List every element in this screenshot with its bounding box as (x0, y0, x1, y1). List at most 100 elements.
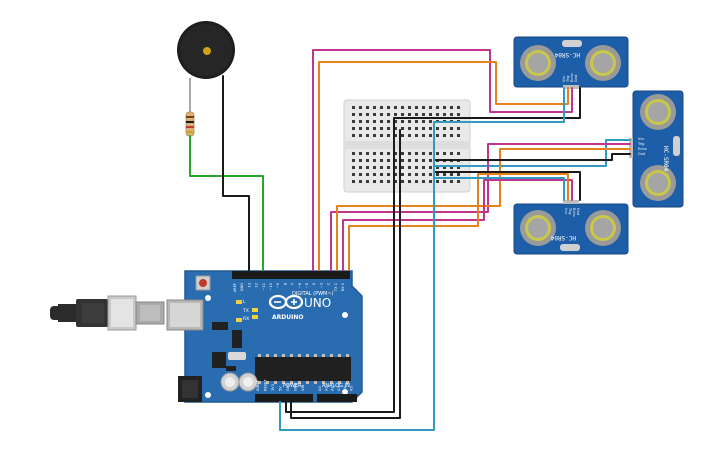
wire-top-trig (312, 49, 573, 271)
breadboard-hole (436, 166, 439, 169)
breadboard-hole (429, 152, 432, 155)
digital-header-label: DIGITAL (PWM~) (292, 291, 334, 297)
breadboard-hole (436, 180, 439, 183)
sensor-top-model: HC-SR04 (554, 51, 580, 58)
breadboard-hole (450, 127, 453, 130)
breadboard-hole (436, 173, 439, 176)
breadboard-hole (415, 152, 418, 155)
breadboard-hole (373, 166, 376, 169)
piezo-buzzer-icon (177, 21, 235, 79)
breadboard-hole (443, 166, 446, 169)
breadboard-hole (429, 159, 432, 162)
sensor-pin-label: Vcc (638, 137, 644, 141)
wire-top-gnd (393, 87, 581, 119)
breadboard-hole (359, 180, 362, 183)
power-header (255, 394, 313, 402)
breadboard-hole (380, 152, 383, 155)
digital-header (232, 271, 350, 279)
arduino-model-label: UNO (304, 296, 331, 310)
breadboard-hole (380, 134, 383, 137)
breadboard-hole (429, 113, 432, 116)
breadboard-hole (422, 120, 425, 123)
usb-cable-icon (50, 295, 165, 331)
breadboard-hole (443, 113, 446, 116)
sensor-pin-label: Trig (568, 207, 572, 214)
sensor-pin-label: Trig (637, 142, 644, 146)
digital-pin-label: ~6 (298, 282, 302, 288)
analog-pin-label: A3 (337, 386, 341, 391)
breadboard-hole (373, 180, 376, 183)
breadboard-hole (401, 159, 404, 162)
sensor-pin-label: Echo (638, 147, 647, 151)
breadboard-hole (366, 159, 369, 162)
breadboard-hole (359, 120, 362, 123)
breadboard-hole (457, 152, 460, 155)
breadboard-hole (366, 113, 369, 116)
wire-buzzer-resistor (189, 135, 264, 271)
breadboard-hole (373, 127, 376, 130)
breadboard-hole (394, 180, 397, 183)
breadboard-hole (401, 113, 404, 116)
power-header-label: POWER (283, 383, 302, 389)
wire-right-trig (330, 143, 631, 271)
breadboard-hole (352, 173, 355, 176)
breadboard-hole (429, 134, 432, 137)
wires (189, 49, 631, 431)
breadboard-hole (366, 120, 369, 123)
breadboard-hole (401, 134, 404, 137)
breadboard-hole (457, 113, 460, 116)
wire-gnd-jumper (290, 129, 401, 419)
breadboard-hole (380, 106, 383, 109)
breadboard-hole (373, 120, 376, 123)
breadboard-hole (394, 159, 397, 162)
analog-header-label: ANALOG IN (322, 383, 350, 389)
breadboard-hole (422, 127, 425, 130)
breadboard-hole (373, 159, 376, 162)
digital-pin-label: RX 0 (341, 282, 345, 291)
atmega-chip (255, 357, 351, 381)
analog-header (317, 394, 357, 402)
breadboard-hole (387, 180, 390, 183)
breadboard-hole (436, 127, 439, 130)
breadboard-hole (415, 127, 418, 130)
breadboard-hole (359, 166, 362, 169)
breadboard-hole (387, 159, 390, 162)
wire-right-echo (336, 148, 631, 271)
breadboard-hole (415, 134, 418, 137)
breadboard-hole (380, 173, 383, 176)
digital-pin-label: 13 (247, 283, 251, 288)
breadboard-hole (436, 106, 439, 109)
wire-5v-rail (279, 121, 435, 431)
breadboard-hole (359, 134, 362, 137)
breadboard-hole (366, 173, 369, 176)
sensor-pin-label: Gnd (574, 75, 578, 82)
breadboard-hole (429, 180, 432, 183)
breadboard-hole (408, 106, 411, 109)
breadboard-hole (436, 113, 439, 116)
breadboard-hole (387, 166, 390, 169)
breadboard-hole (352, 106, 355, 109)
digital-pin-label: AREF (233, 283, 237, 292)
arduino-logo-icon (268, 294, 304, 310)
breadboard-hole (443, 173, 446, 176)
breadboard-hole (457, 127, 460, 130)
led-rx-label: RX (243, 316, 249, 322)
breadboard-hole (408, 180, 411, 183)
power-pin-label: GND (286, 383, 290, 391)
breadboard-hole (415, 180, 418, 183)
wire-top-vcc (433, 87, 565, 123)
breadboard-hole (394, 152, 397, 155)
breadboard-hole (422, 113, 425, 116)
breadboard-hole (401, 166, 404, 169)
breadboard-hole (352, 127, 355, 130)
breadboard-hole (422, 173, 425, 176)
breadboard-hole (387, 120, 390, 123)
breadboard-hole (352, 166, 355, 169)
breadboard-hole (408, 120, 411, 123)
breadboard-hole (443, 127, 446, 130)
breadboard-hole (415, 159, 418, 162)
sensor-pin-label: Echo (570, 73, 574, 82)
power-pin-label: 5V (279, 386, 283, 391)
sensor-bottom-model: HC-SR04 (550, 234, 576, 241)
